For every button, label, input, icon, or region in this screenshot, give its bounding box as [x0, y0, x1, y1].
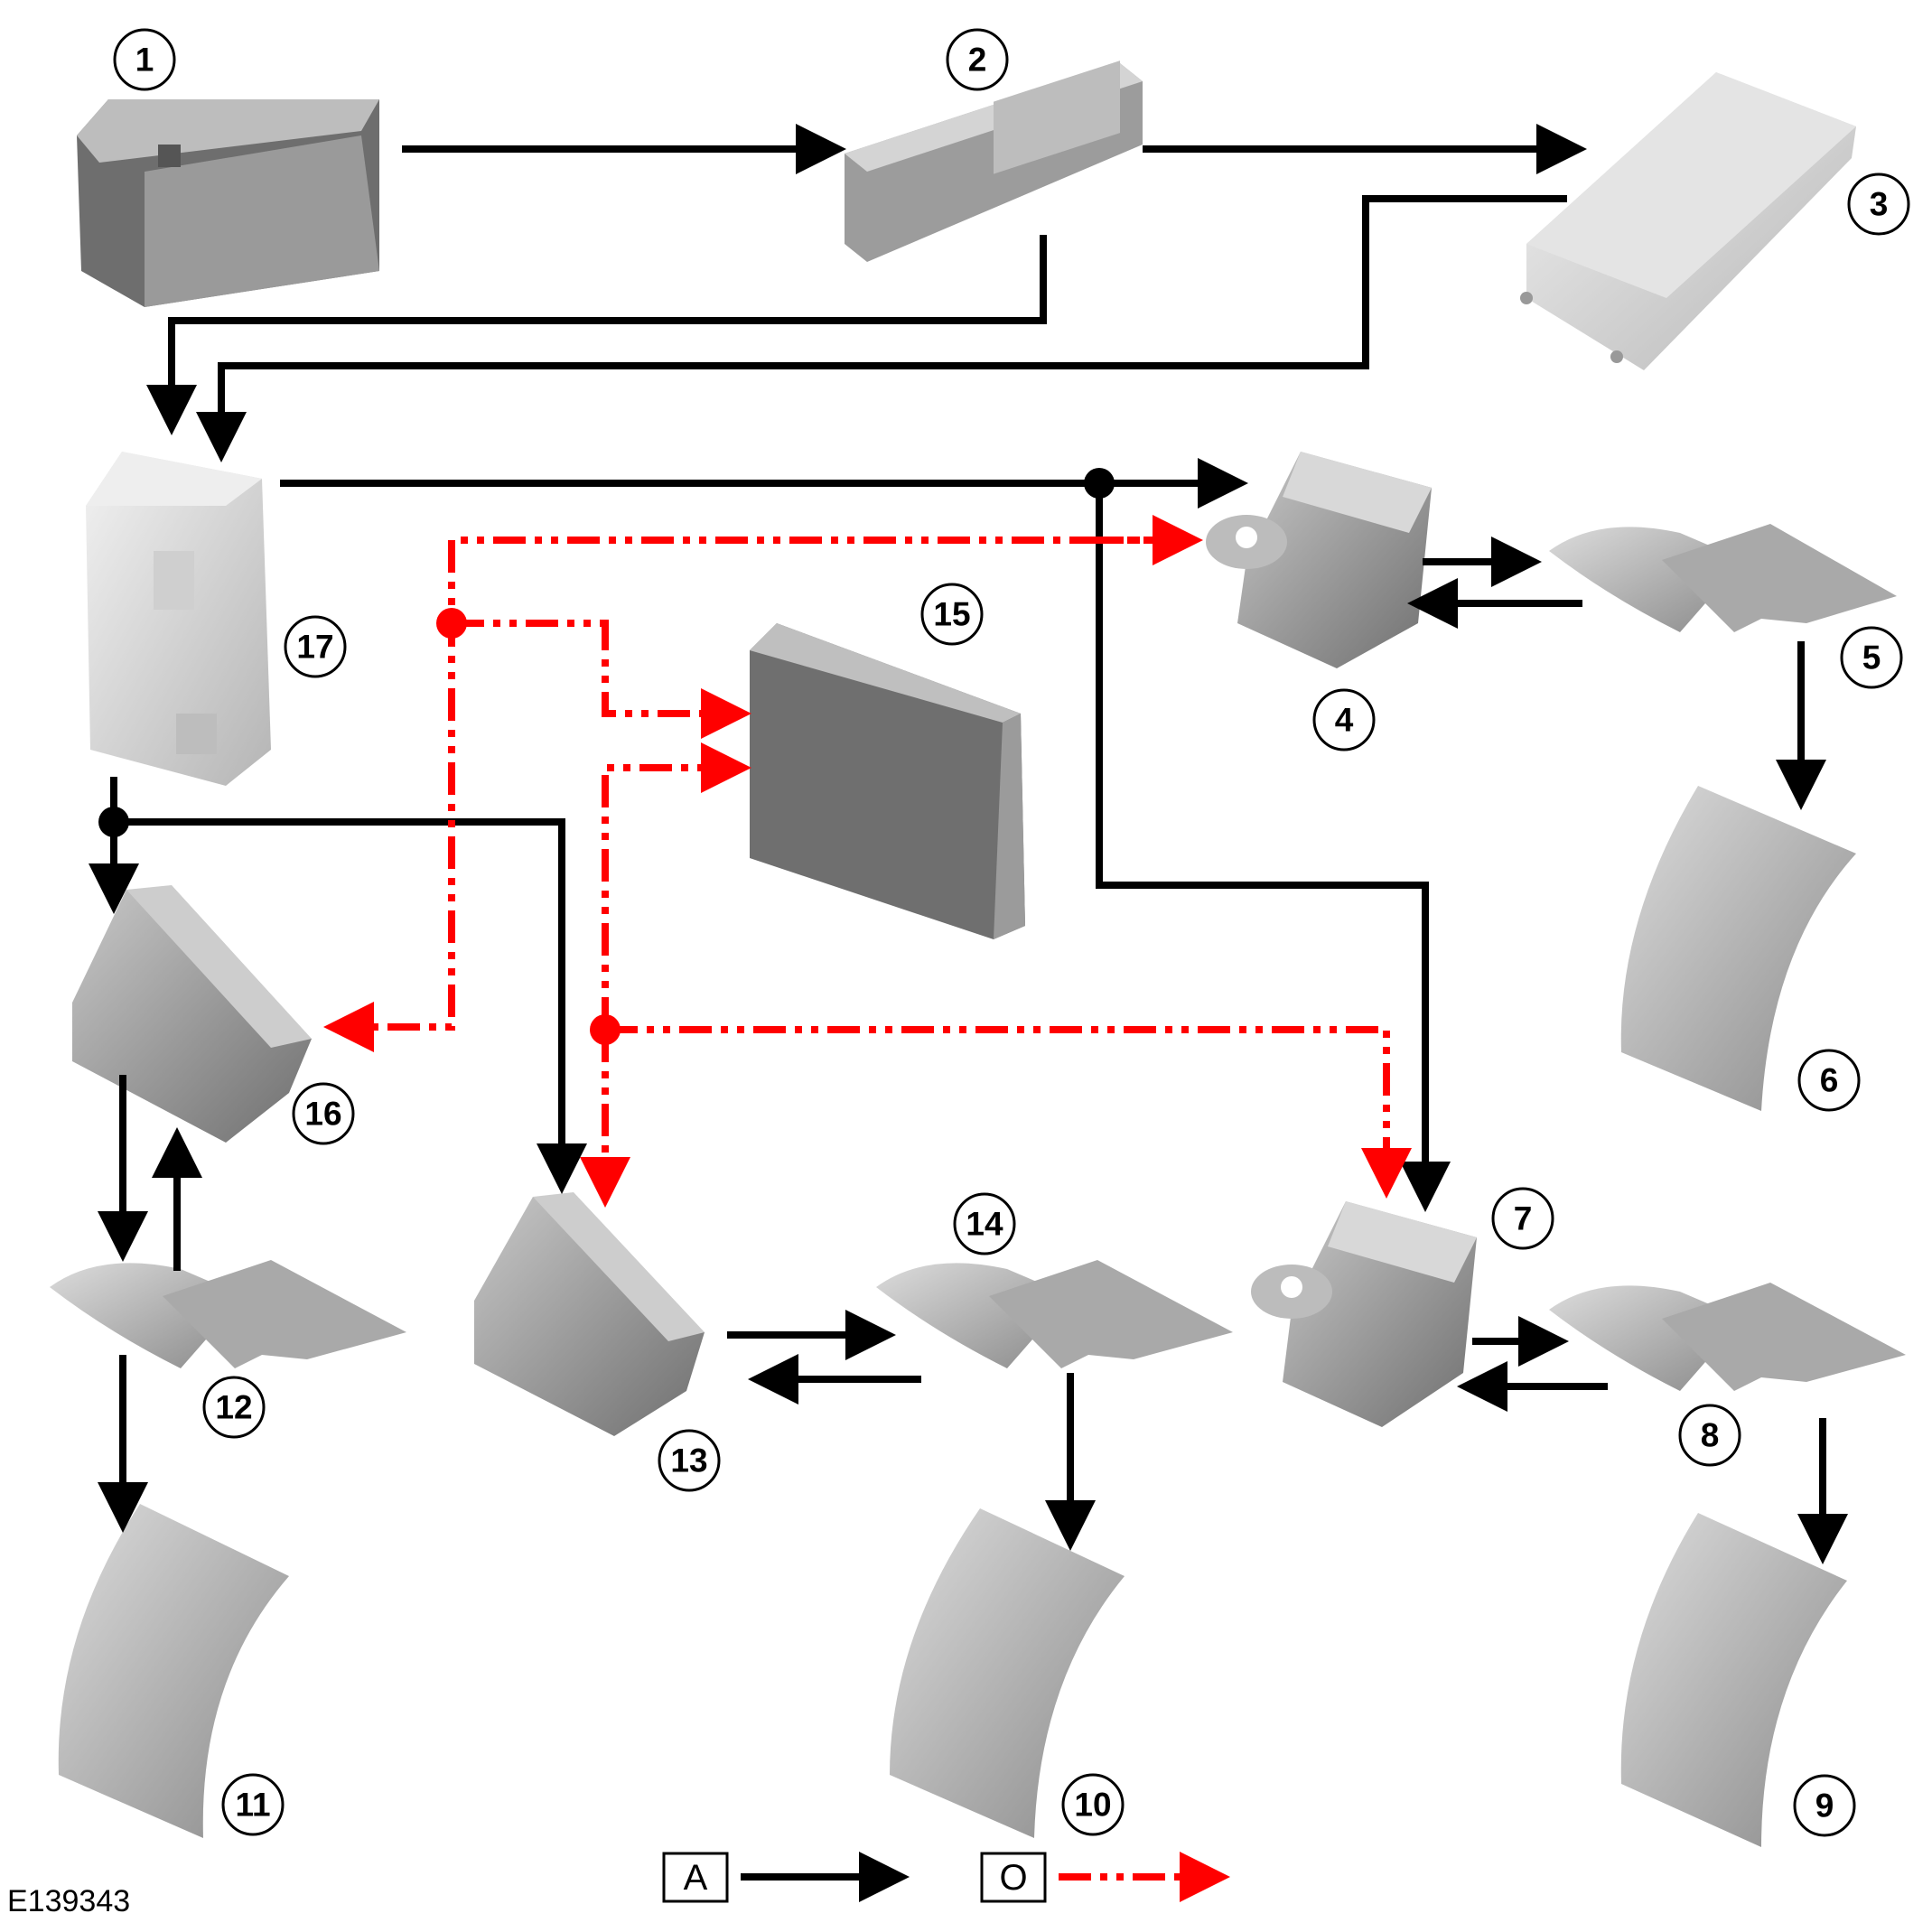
- receiver-module-13-component: [474, 1192, 705, 1436]
- callout-13: 13: [658, 1429, 721, 1492]
- callout-15: 15: [920, 583, 984, 646]
- connector-junction-to-7: [1096, 483, 1451, 1212]
- callout-1: 1: [113, 28, 176, 91]
- antenna-pad-8-component: [1549, 1283, 1906, 1391]
- svg-text:5: 5: [1862, 639, 1881, 677]
- legend-key-box-o: [980, 1852, 1047, 1903]
- callout-7: 7: [1491, 1187, 1554, 1250]
- callout-2: 2: [946, 28, 1009, 91]
- junction-dot-4: [1084, 468, 1115, 499]
- legend-key-box-a: [662, 1852, 729, 1903]
- svg-text:14: 14: [966, 1206, 1003, 1243]
- antenna-pad-14-component: [876, 1260, 1233, 1368]
- legend-solid: A: [662, 1852, 910, 1903]
- callout-9: 9: [1793, 1774, 1856, 1837]
- junction-dot-red-upper: [436, 608, 467, 639]
- connector-dashed-to-15-upper: [452, 620, 751, 739]
- legend-key-a: A: [684, 1858, 708, 1898]
- callout-11: 11: [221, 1773, 285, 1836]
- diagram-code: E139343: [7, 1884, 130, 1918]
- callout-10: 10: [1061, 1773, 1125, 1836]
- callout-17: 17: [284, 615, 347, 678]
- solid-connections: [89, 124, 1848, 1564]
- svg-text:12: 12: [215, 1389, 252, 1426]
- svg-text:4: 4: [1335, 702, 1354, 739]
- connector-dashed-to-15-lower: [602, 742, 751, 1030]
- svg-text:15: 15: [933, 596, 970, 633]
- svg-text:11: 11: [235, 1787, 270, 1824]
- svg-text:9: 9: [1815, 1787, 1834, 1825]
- callout-14: 14: [953, 1192, 1016, 1255]
- battery-component: [77, 99, 379, 307]
- floor-panel-10-component: [890, 1508, 1125, 1838]
- antenna-module-4-component: [1206, 452, 1432, 668]
- fuse-box-17-component: [86, 452, 271, 786]
- legend-key-o: O: [999, 1858, 1027, 1898]
- floor-panel-6-component: [1620, 786, 1856, 1111]
- svg-text:16: 16: [304, 1096, 341, 1133]
- connector-17-to-13: [114, 818, 587, 1194]
- svg-text:8: 8: [1701, 1417, 1720, 1454]
- floor-panel-11-component: [58, 1504, 289, 1838]
- callout-8: 8: [1678, 1404, 1741, 1467]
- antenna-module-7-component: [1251, 1201, 1477, 1427]
- central-junction-module-component: [845, 61, 1143, 262]
- callout-4: 4: [1312, 688, 1376, 751]
- connector-3-to-17: [196, 195, 1567, 462]
- antenna-pad-5-component: [1549, 524, 1897, 632]
- control-module-15-component: [750, 623, 1025, 939]
- callout-16: 16: [292, 1082, 355, 1145]
- connector-dashed-to-7: [605, 1026, 1412, 1199]
- connector-2-to-17: [146, 235, 1047, 435]
- antenna-pad-12-component: [50, 1260, 406, 1368]
- svg-text:1: 1: [135, 42, 154, 79]
- svg-text:7: 7: [1514, 1200, 1533, 1237]
- dashed-connections: [323, 515, 1412, 1208]
- connector-dashed-to-16: [323, 537, 1192, 1052]
- callout-5: 5: [1840, 626, 1903, 689]
- svg-text:6: 6: [1820, 1062, 1839, 1099]
- receiver-module-16-component: [72, 885, 312, 1143]
- legend-dashed: O: [980, 1852, 1230, 1903]
- junction-dot-17: [98, 807, 129, 837]
- svg-text:13: 13: [670, 1442, 707, 1479]
- junction-dot-red-lower: [590, 1014, 621, 1045]
- floor-panel-9-component: [1620, 1513, 1847, 1847]
- svg-text:10: 10: [1074, 1787, 1111, 1824]
- svg-text:17: 17: [296, 629, 333, 666]
- callout-12: 12: [202, 1376, 266, 1439]
- callout-3: 3: [1847, 173, 1910, 236]
- battery-junction-box-component: [1520, 72, 1856, 370]
- svg-text:3: 3: [1870, 186, 1889, 223]
- callout-6: 6: [1797, 1049, 1861, 1112]
- svg-text:2: 2: [968, 42, 987, 79]
